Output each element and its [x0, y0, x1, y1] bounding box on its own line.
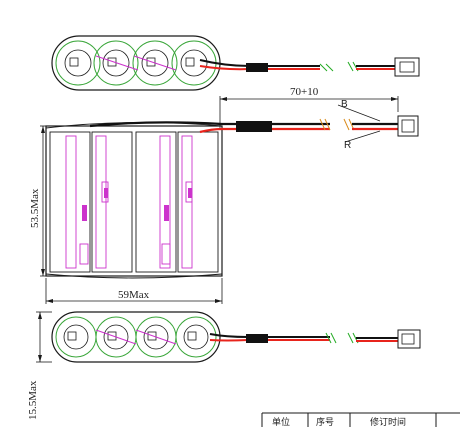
front-cell-2: [91, 131, 133, 273]
top-connecting-strip: [95, 55, 177, 71]
front-heat-shrink: [236, 121, 272, 132]
thickness-dimension-label: 15.5Max: [27, 380, 39, 420]
bottom-heat-shrink: [246, 334, 268, 343]
lead-length-label: 70+10: [290, 86, 319, 98]
front-view: 70+10: [29, 86, 419, 304]
revision-table: 单位 序号 修订时间: [261, 412, 460, 427]
bottom-view-outline: [51, 311, 221, 363]
top-heat-shrink: [246, 63, 268, 72]
front-black-wire: [89, 121, 330, 128]
front-cell-3: [135, 131, 177, 273]
red-wire-label: R: [344, 140, 351, 151]
pack-body-outline: [45, 125, 223, 277]
bottom-cell-4: [175, 316, 217, 358]
table-header-revision-time: 修订时间: [370, 416, 406, 427]
bottom-view: 15.5Max: [27, 311, 421, 420]
bottom-black-wire: [209, 333, 330, 338]
bottom-red-wire: [209, 339, 330, 342]
front-cell-1: [49, 131, 91, 273]
height-dimension-label: 53.5Max: [29, 188, 41, 228]
front-connector: [397, 115, 419, 137]
top-cell-1: [55, 40, 101, 86]
bottom-connector: [397, 329, 421, 349]
table-header-unit: 单位: [272, 416, 290, 427]
top-cell-3: [132, 40, 178, 86]
top-view: [51, 35, 420, 91]
top-connector: [394, 57, 420, 77]
width-dimension-label: 59Max: [118, 289, 150, 301]
top-view-outline: [51, 35, 221, 91]
front-red-wire: [199, 127, 330, 134]
bottom-cell-1: [55, 316, 97, 358]
top-cell-2: [93, 40, 139, 86]
black-wire-label: B: [341, 99, 348, 110]
front-cell-4: [177, 131, 219, 273]
table-header-serial: 序号: [316, 416, 334, 427]
